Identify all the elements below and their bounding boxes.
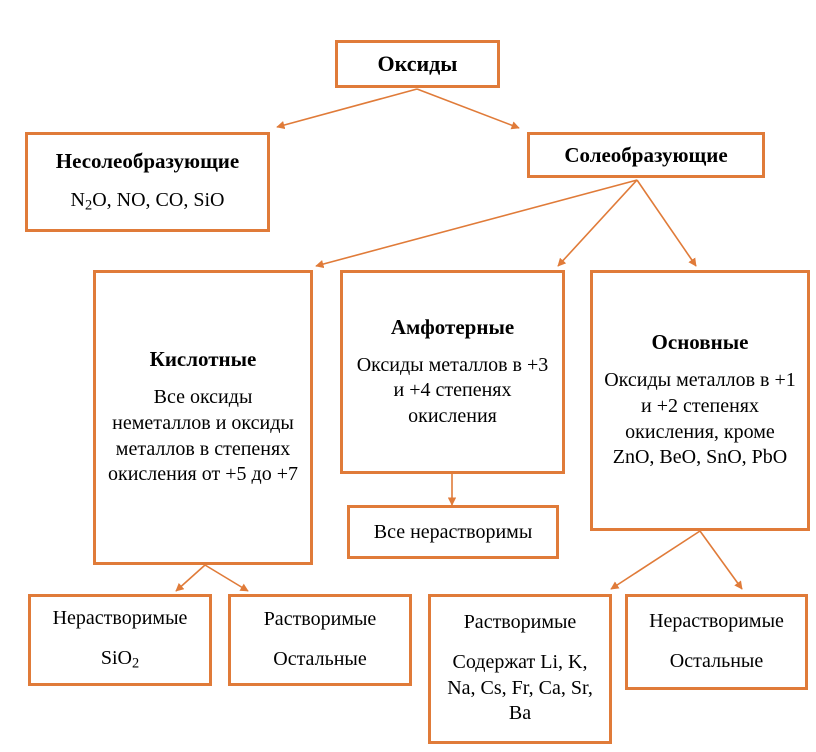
node-body: Оксиды металлов в +1 и +2 степенях окисл… bbox=[604, 369, 796, 469]
node-body: Все оксиды неметаллов и оксиды металлов … bbox=[108, 386, 298, 486]
node-title: Амфотерные bbox=[390, 314, 515, 339]
node-amphoteric-all-insoluble[interactable]: Все нерастворимы bbox=[347, 505, 559, 559]
node-basic-insoluble[interactable]: Нерастворимые Остальные bbox=[625, 594, 808, 690]
node-title: Оксиды bbox=[377, 51, 458, 77]
edge-salt-forming-to-acidic bbox=[315, 179, 638, 269]
node-title: Нерастворимые bbox=[649, 609, 784, 632]
node-acidic-soluble[interactable]: Растворимые Остальные bbox=[228, 594, 412, 686]
node-basic-soluble[interactable]: Растворимые Содержат Li, K, Na, Cs, Fr, … bbox=[428, 594, 612, 744]
node-body: Оксиды металлов в +3 и +4 степенях окисл… bbox=[356, 353, 549, 427]
node-amphoteric[interactable]: Амфотерные Оксиды металлов в +3 и +4 сте… bbox=[340, 270, 565, 474]
node-acidic[interactable]: Кислотные Все оксиды неметаллов и оксиды… bbox=[93, 270, 313, 565]
node-body: Содержат Li, K, Na, Cs, Fr, Ca, Sr, Ba bbox=[447, 651, 593, 725]
edge-acidic-to-soluble bbox=[204, 564, 249, 592]
node-body: SiO2 bbox=[100, 646, 140, 672]
node-title: Растворимые bbox=[463, 611, 577, 634]
node-body: Остальные bbox=[669, 649, 764, 672]
node-salt-forming[interactable]: Солеобразующие bbox=[527, 132, 765, 178]
node-title: Нерастворимые bbox=[52, 606, 188, 629]
node-title: Основные bbox=[651, 330, 749, 355]
node-oxides-root[interactable]: Оксиды bbox=[335, 40, 500, 88]
edge-acidic-to-insoluble bbox=[175, 564, 206, 592]
node-title: Кислотные bbox=[149, 347, 257, 372]
node-non-salt-forming[interactable]: Несолеобразующие N2O, NO, CO, SiO bbox=[25, 132, 270, 232]
node-title: Растворимые bbox=[263, 607, 377, 630]
edge-salt-forming-to-basic bbox=[636, 179, 697, 267]
node-body: N2O, NO, CO, SiO bbox=[70, 188, 225, 214]
edge-basic-to-soluble bbox=[610, 530, 701, 590]
node-acidic-insoluble[interactable]: Нерастворимые SiO2 bbox=[28, 594, 212, 686]
node-title: Солеобразующие bbox=[564, 142, 728, 167]
edge-salt-forming-to-amphoteric bbox=[557, 179, 638, 267]
node-title: Все нерастворимы bbox=[373, 520, 533, 543]
edge-root-to-non-salt-forming bbox=[276, 88, 418, 130]
node-title: Несолеобразующие bbox=[55, 149, 240, 174]
node-body: Остальные bbox=[273, 647, 367, 670]
node-basic[interactable]: Основные Оксиды металлов в +1 и +2 степе… bbox=[590, 270, 810, 531]
edge-root-to-salt-forming bbox=[416, 88, 520, 130]
edge-basic-to-insoluble bbox=[699, 530, 743, 590]
